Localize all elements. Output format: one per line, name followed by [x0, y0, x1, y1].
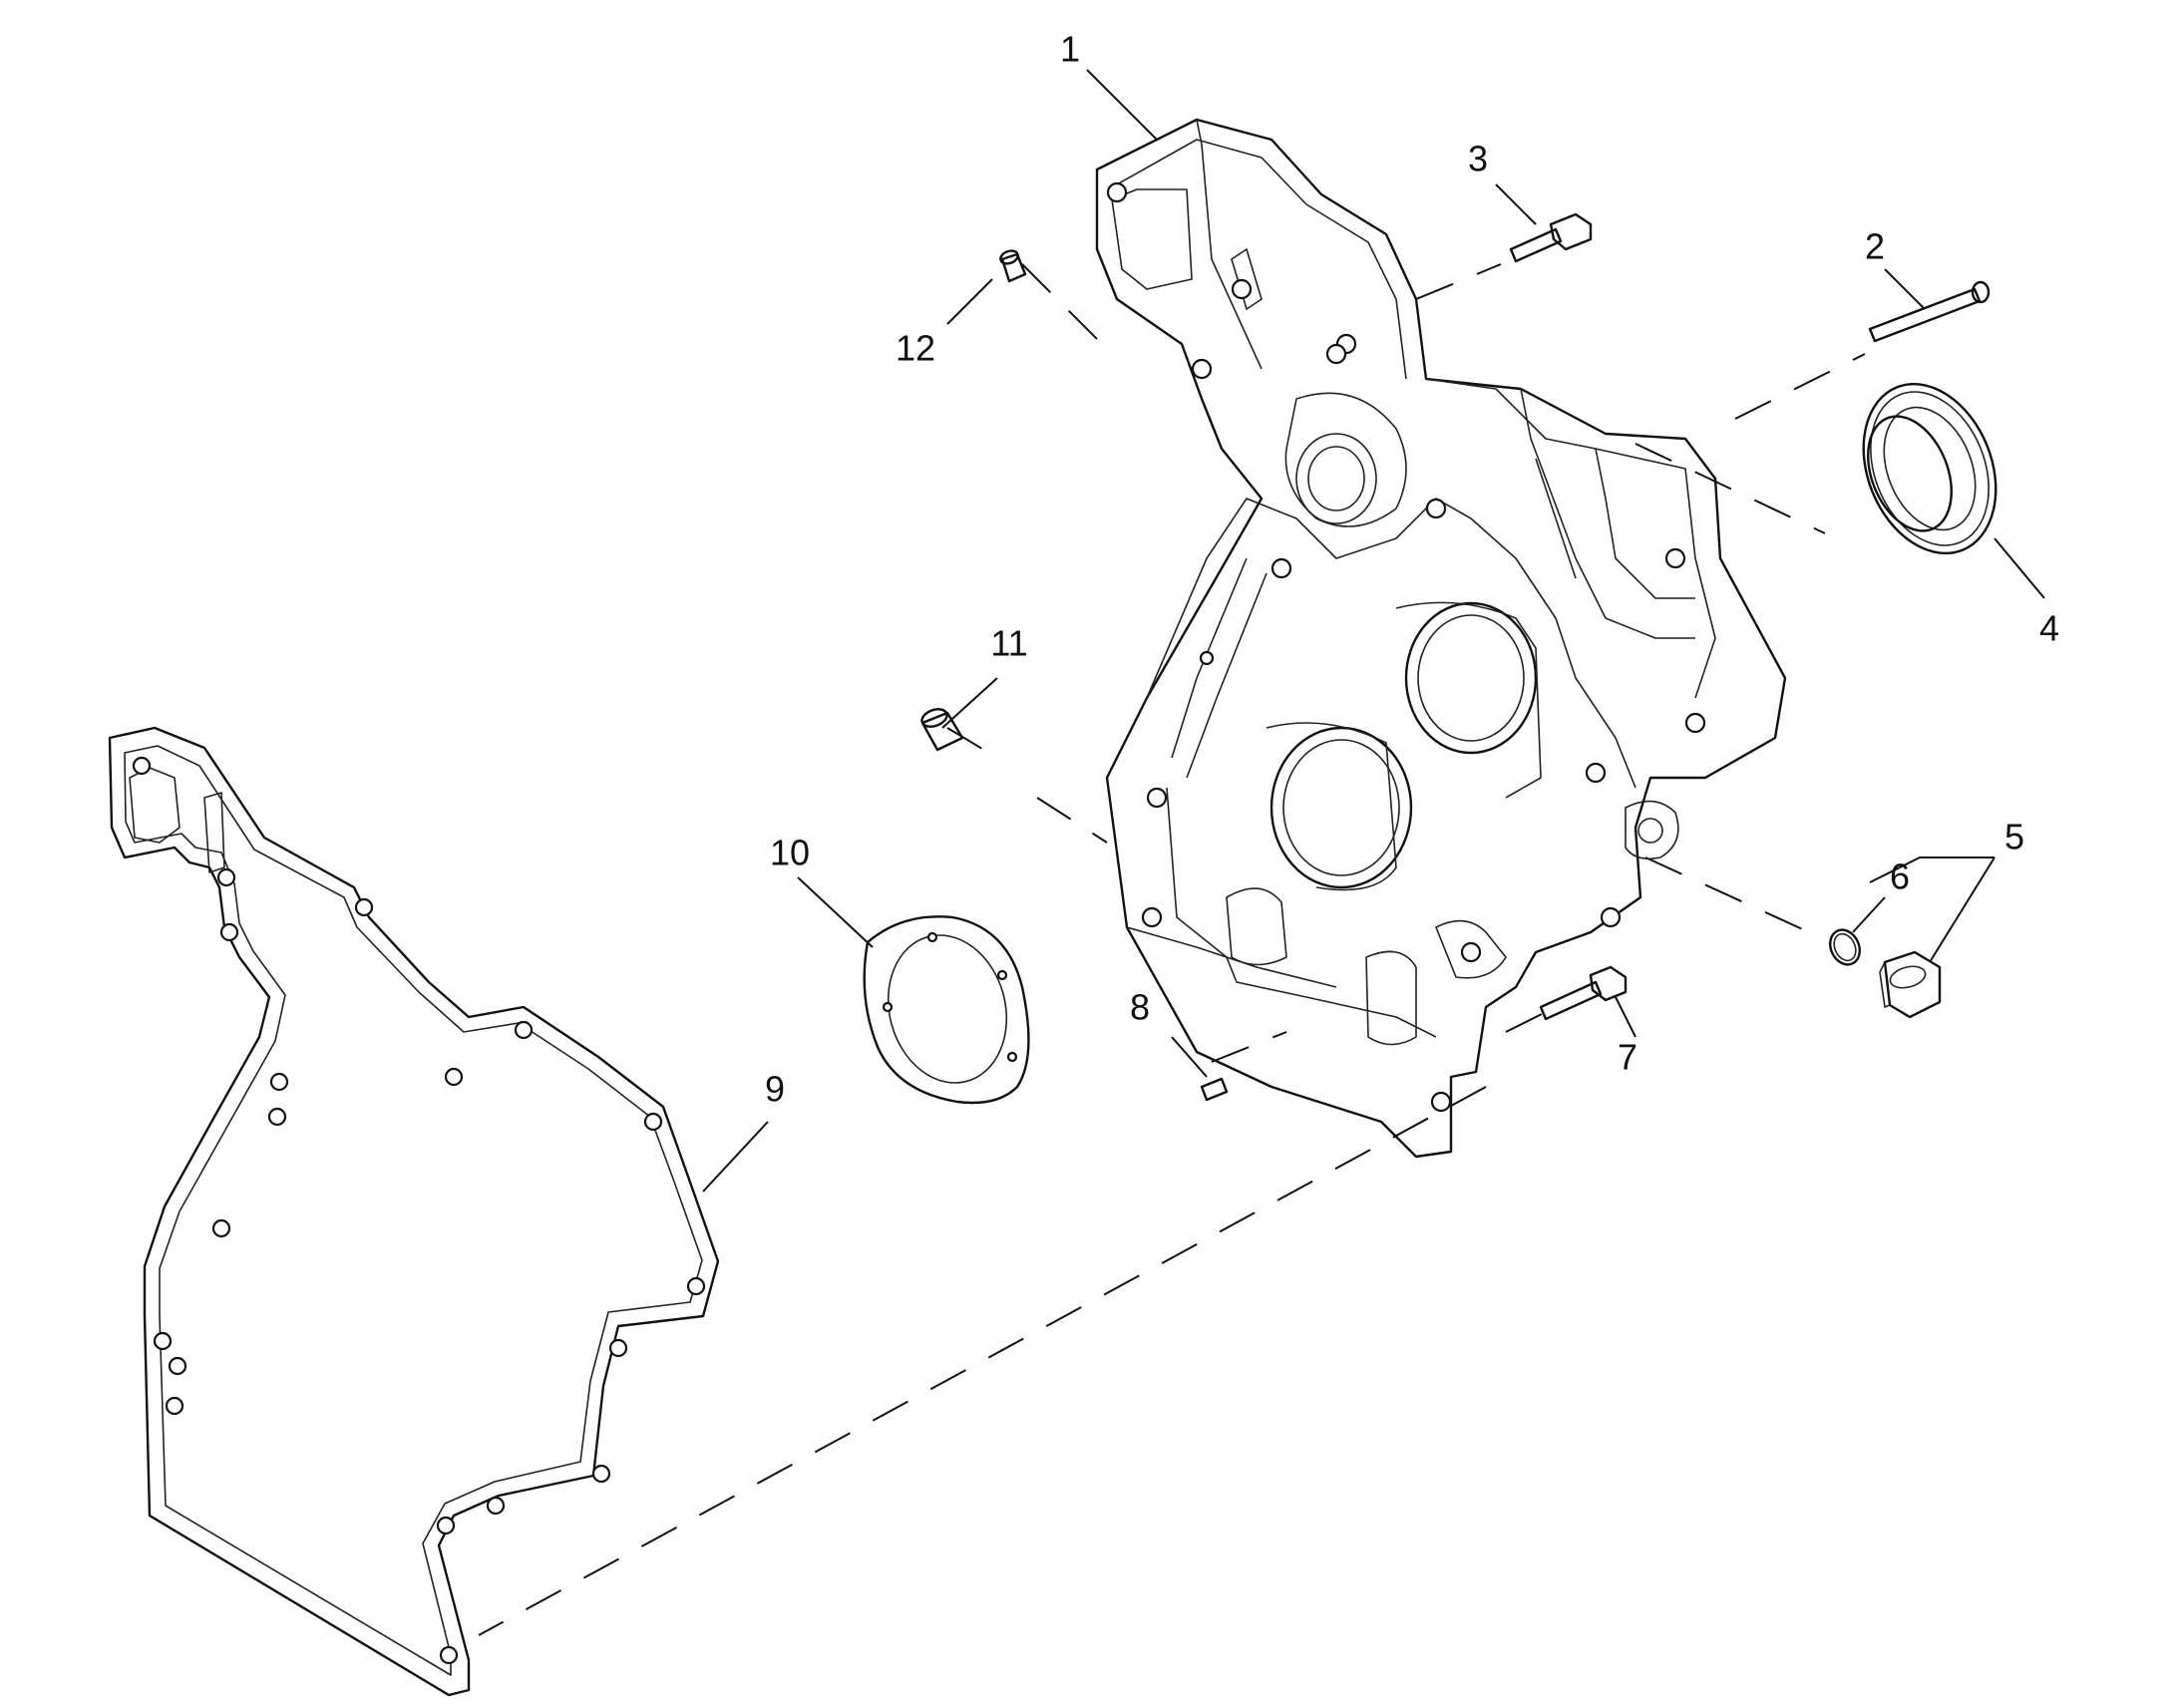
callout-8: 8 — [1130, 987, 1150, 1028]
part-5-plug — [1879, 950, 1942, 1019]
callout-11: 11 — [990, 623, 1027, 664]
callout-9: 9 — [765, 1069, 785, 1110]
callout-5: 5 — [2004, 817, 2024, 857]
part-7-bolt — [1539, 965, 1628, 1021]
callout-1: 1 — [1060, 29, 1080, 70]
callout-7: 7 — [1618, 1037, 1637, 1078]
part-12-dowel — [999, 249, 1027, 283]
part-11-dowel — [920, 708, 964, 752]
callout-6: 6 — [1890, 856, 1910, 897]
callout-labels: 1 2 3 4 5 6 7 8 9 10 11 12 — [765, 29, 2059, 1110]
part-10-thrust-plate — [863, 915, 1030, 1105]
part-2-pin — [1868, 280, 1991, 343]
part-4-oil-seal — [1862, 382, 1998, 555]
callout-2: 2 — [1865, 226, 1885, 267]
callout-10: 10 — [770, 833, 810, 873]
assembly-center-lines — [478, 263, 1866, 1636]
part-3-bolt — [1509, 212, 1593, 263]
part-9-gasket — [108, 726, 720, 1697]
callout-12: 12 — [896, 328, 935, 369]
part-6-o-ring — [1829, 928, 1861, 966]
part-1-front-housing — [1095, 118, 1787, 1159]
callout-4: 4 — [2039, 608, 2059, 649]
part-8-pin — [1200, 1077, 1229, 1102]
leader-lines — [702, 69, 2045, 1193]
callout-3: 3 — [1468, 139, 1488, 179]
